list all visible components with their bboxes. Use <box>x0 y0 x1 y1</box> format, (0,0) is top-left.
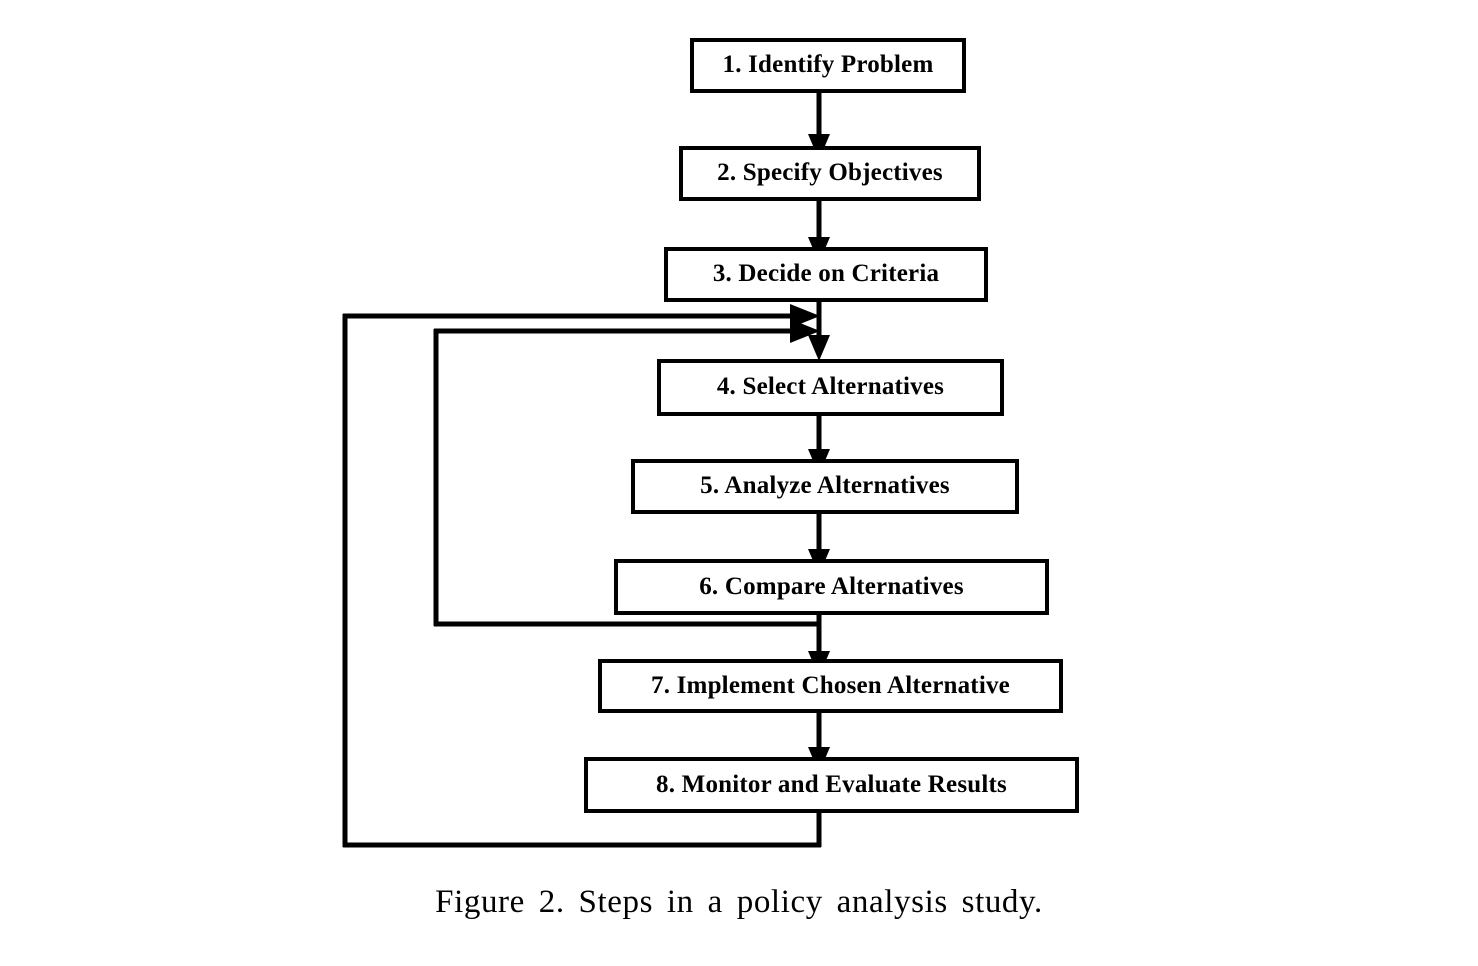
step-label-6: 6. Compare Alternatives <box>699 572 964 600</box>
step-box-2[interactable]: 2. Specify Objectives <box>679 146 981 201</box>
step-box-3[interactable]: 3. Decide on Criteria <box>664 247 988 302</box>
step-label-1: 1. Identify Problem <box>722 51 934 78</box>
step-label-4: 4. Select Alternatives <box>716 373 945 400</box>
step-box-7[interactable]: 7. Implement Chosen Alternative <box>598 659 1063 713</box>
step-label-8: 8. Monitor and Evaluate Results <box>656 770 1007 798</box>
step-label-3: 3. Decide on Criteria <box>712 260 940 287</box>
step-box-6[interactable]: 6. Compare Alternatives <box>614 559 1049 615</box>
step-label-5: 5. Analyze Alternatives <box>700 472 950 499</box>
arrowhead-inner-loop-into-trunk <box>790 319 820 343</box>
step-box-8[interactable]: 8. Monitor and Evaluate Results <box>584 757 1079 813</box>
figure-caption: Figure 2. Steps in a policy analysis stu… <box>435 884 1043 920</box>
step-label-7: 7. Implement Chosen Alternative <box>651 671 1010 699</box>
step-box-1[interactable]: 1. Identify Problem <box>690 38 966 93</box>
arrowhead-3-to-4 <box>808 335 830 361</box>
step-box-4[interactable]: 4. Select Alternatives <box>657 359 1004 416</box>
step-label-2: 2. Specify Objectives <box>717 159 943 186</box>
step-box-5[interactable]: 5. Analyze Alternatives <box>631 459 1019 514</box>
